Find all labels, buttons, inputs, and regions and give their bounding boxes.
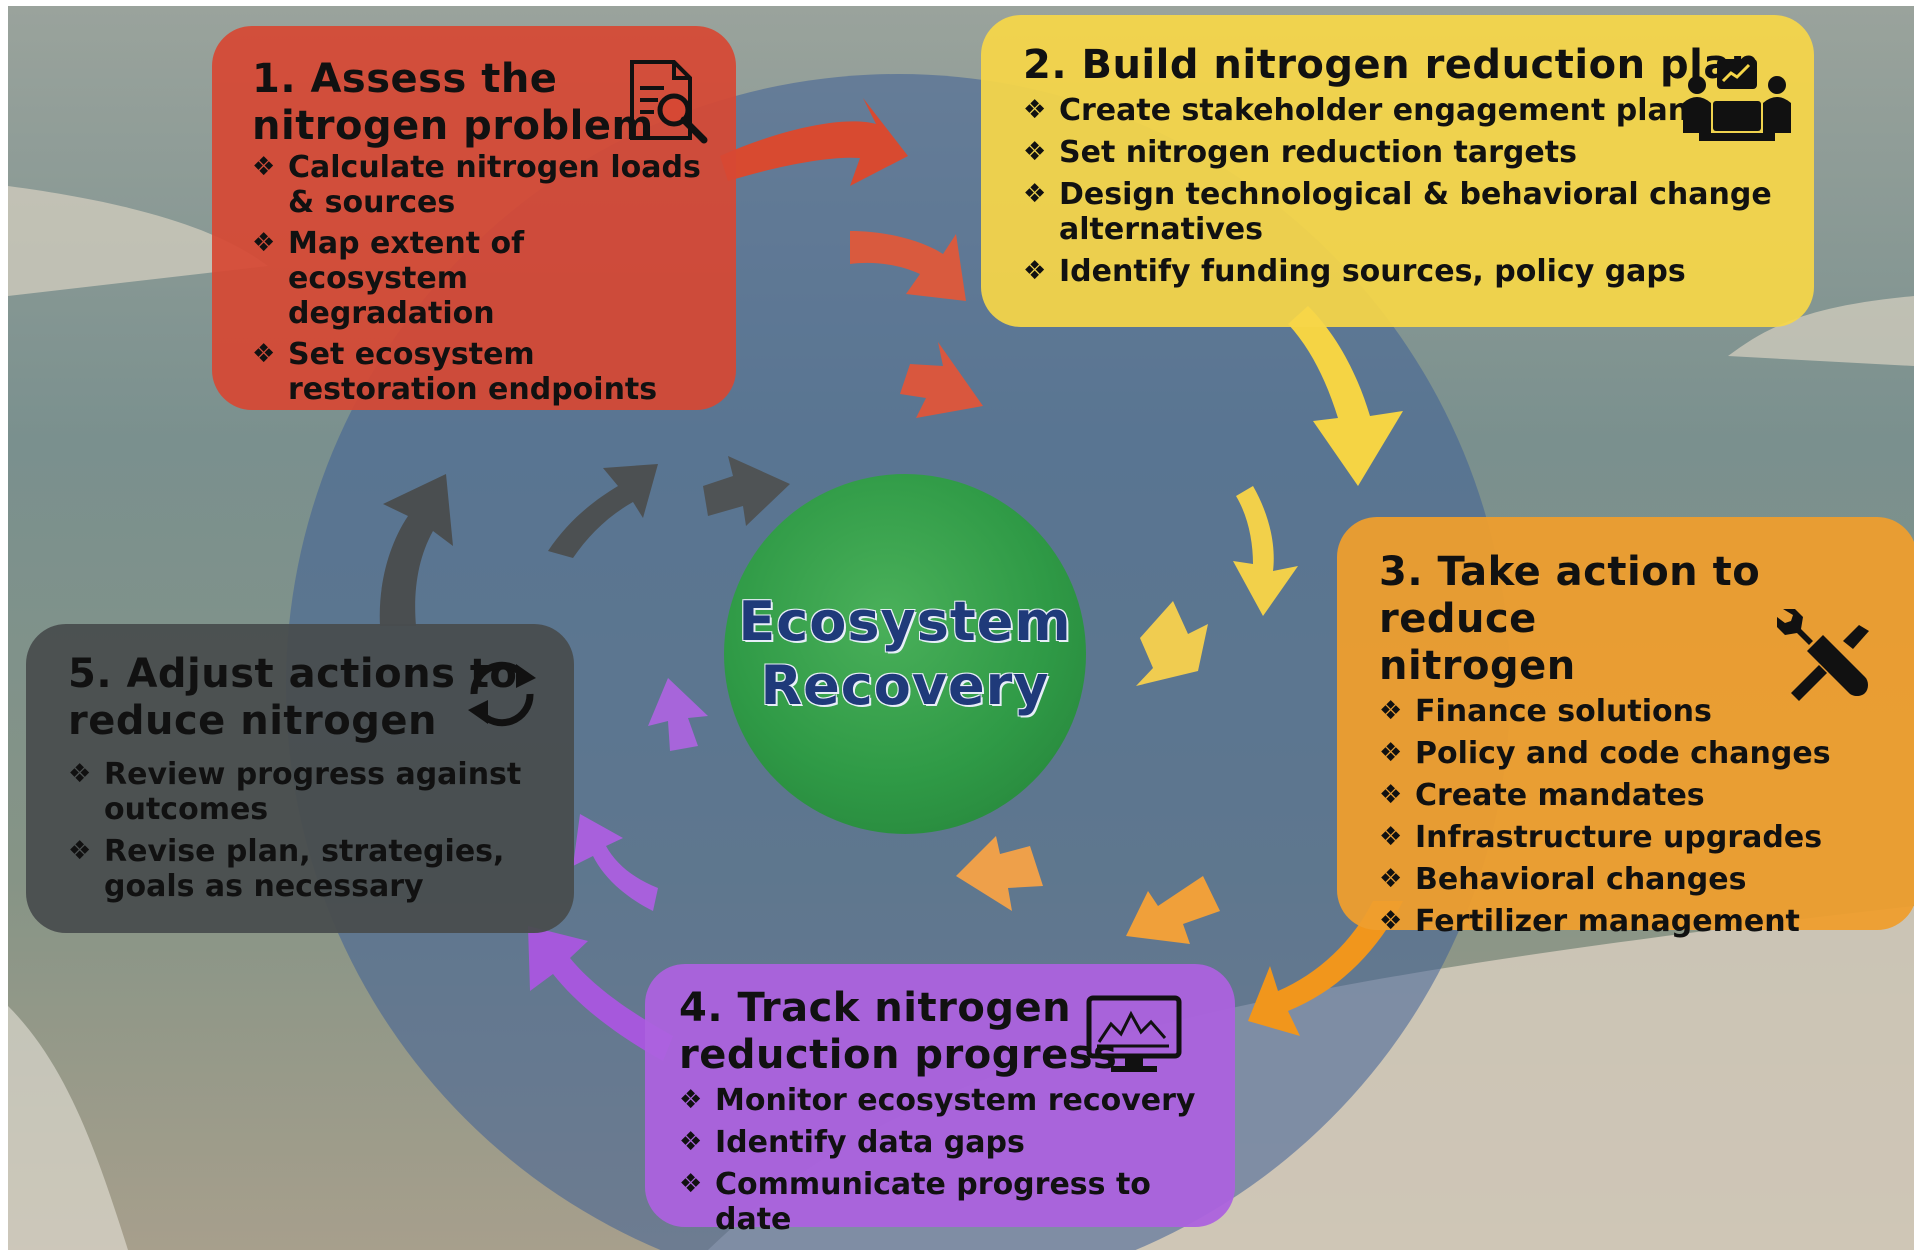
arrow-purple-3 bbox=[648, 678, 708, 751]
monitor-chart-icon bbox=[1086, 995, 1182, 1072]
bullet-line: outcomes bbox=[104, 792, 269, 827]
document-search-icon bbox=[630, 60, 708, 144]
bullet-line: Create mandates bbox=[1415, 778, 1705, 813]
arrow-orange-2 bbox=[1126, 876, 1220, 944]
arrow-red-2 bbox=[850, 231, 966, 301]
bullet-line: Review progress against bbox=[104, 757, 522, 792]
bullet-item: ❖Behavioral changes bbox=[1379, 862, 1893, 897]
bullet-line: Map extent of ecosystem bbox=[288, 226, 525, 296]
bullet-item: ❖Fertilizer management bbox=[1379, 904, 1893, 939]
step-1-bullets: ❖Calculate nitrogen loads& sources ❖Map … bbox=[252, 150, 704, 407]
step-4-title-line2: reduction progress bbox=[679, 1032, 1118, 1078]
center-label-line1: Ecosystem bbox=[738, 590, 1072, 653]
center-label-line2: Recovery bbox=[760, 654, 1050, 717]
step-3-title-line1: 3. Take action to reduce bbox=[1379, 549, 1761, 642]
step-2-bullets: ❖Create stakeholder engagement plan ❖Set… bbox=[1023, 93, 1784, 289]
step-2-title: 2. Build nitrogen reduction plan bbox=[1023, 42, 1784, 89]
refresh-cycle-icon bbox=[468, 661, 536, 727]
sandbar-right bbox=[1728, 296, 1914, 366]
arrow-yellow-3 bbox=[1136, 601, 1208, 686]
step-5-title-line1: 5. Adjust actions to bbox=[68, 651, 518, 697]
step-5-title: 5. Adjust actions to reduce nitrogen bbox=[68, 651, 550, 745]
arrow-yellow-2 bbox=[1233, 486, 1298, 616]
step-3-title: 3. Take action to reduce nitrogen bbox=[1379, 549, 1893, 690]
step-5-title-line2: reduce nitrogen bbox=[68, 698, 437, 744]
bullet-line: Create stakeholder engagement plan bbox=[1059, 93, 1690, 128]
step-2-title-line1: 2. Build nitrogen reduction plan bbox=[1023, 42, 1760, 88]
surf-foam bbox=[8, 1006, 128, 1250]
bullet-line: Fertilizer management bbox=[1415, 904, 1800, 939]
bullet-line: Set ecosystem bbox=[288, 337, 535, 372]
arrow-purple-2 bbox=[573, 814, 658, 911]
step-3-title-line2: nitrogen bbox=[1379, 643, 1576, 689]
bullet-item: ❖Set nitrogen reduction targets bbox=[1023, 135, 1784, 170]
arrow-red-3 bbox=[900, 342, 983, 418]
bullet-item: ❖Design technological & behavioral chang… bbox=[1023, 177, 1784, 247]
step-2-box: 2. Build nitrogen reduction plan ❖Create… bbox=[981, 15, 1814, 327]
bullet-item: ❖Communicate progress to date bbox=[679, 1167, 1211, 1237]
arrow-gray-1 bbox=[379, 474, 453, 626]
step-1-box: 1. Assess the nitrogen problem ❖Calculat… bbox=[212, 26, 736, 410]
bullet-line: goals as necessary bbox=[104, 869, 424, 904]
step-4-title-line1: 4. Track nitrogen bbox=[679, 985, 1072, 1031]
arrow-red-1 bbox=[720, 98, 908, 186]
bullet-item: ❖Finance solutions bbox=[1379, 694, 1893, 729]
bullet-item: ❖Identify data gaps bbox=[679, 1125, 1211, 1160]
arrow-gray-2 bbox=[548, 464, 658, 558]
arrow-orange-1 bbox=[1248, 901, 1403, 1036]
step-3-box: 3. Take action to reduce nitrogen ❖Finan… bbox=[1337, 517, 1914, 939]
bullet-line: Design technological & behavioral change bbox=[1059, 177, 1772, 212]
center-circle: Ecosystem Recovery bbox=[724, 474, 1086, 834]
step-1-title-line2: nitrogen problem bbox=[252, 103, 654, 149]
bullet-line: Set nitrogen reduction targets bbox=[1059, 135, 1577, 170]
step-4-title: 4. Track nitrogen reduction progress bbox=[679, 985, 1211, 1079]
bullet-line: Policy and code changes bbox=[1415, 736, 1831, 771]
bullet-line: Communicate progress to date bbox=[715, 1167, 1151, 1237]
bullet-item: ❖Revise plan, strategies,goals as necess… bbox=[68, 834, 550, 904]
bullet-line: & sources bbox=[288, 185, 456, 220]
step-1-title-line1: 1. Assess the bbox=[252, 56, 558, 102]
diagram-canvas: Ecosystem Recovery 1. Assess the nitroge… bbox=[8, 6, 1914, 1250]
bullet-line: Behavioral changes bbox=[1415, 862, 1747, 897]
arrow-orange-3 bbox=[956, 836, 1043, 911]
bullet-line: Identify data gaps bbox=[715, 1125, 1025, 1160]
bullet-item: ❖Create stakeholder engagement plan bbox=[1023, 93, 1784, 128]
bullet-line: Infrastructure upgrades bbox=[1415, 820, 1823, 855]
bullet-item: ❖Policy and code changes bbox=[1379, 736, 1893, 771]
step-4-bullets: ❖Monitor ecosystem recovery ❖Identify da… bbox=[679, 1083, 1211, 1237]
bullet-item: ❖Calculate nitrogen loads& sources bbox=[252, 150, 704, 220]
wrench-screwdriver-icon bbox=[1777, 609, 1869, 701]
arrow-purple-1 bbox=[528, 926, 673, 1061]
step-5-box: 5. Adjust actions to reduce nitrogen ❖Re… bbox=[26, 624, 574, 933]
bullet-line: Finance solutions bbox=[1415, 694, 1712, 729]
bullet-line: Calculate nitrogen loads bbox=[288, 150, 701, 185]
bullet-item: ❖Create mandates bbox=[1379, 778, 1893, 813]
step-4-box: 4. Track nitrogen reduction progress ❖Mo… bbox=[645, 964, 1235, 1237]
bullet-item: ❖Monitor ecosystem recovery bbox=[679, 1083, 1211, 1118]
bullet-item: ❖Identify funding sources, policy gaps bbox=[1023, 254, 1784, 289]
bullet-line: alternatives bbox=[1059, 212, 1263, 247]
step-1-title: 1. Assess the nitrogen problem bbox=[252, 56, 704, 150]
arrow-yellow-1 bbox=[1288, 306, 1403, 486]
bullet-line: Identify funding sources, policy gaps bbox=[1059, 254, 1686, 289]
bullet-line: restoration endpoints bbox=[288, 372, 658, 407]
meeting-presentation-icon bbox=[1683, 59, 1791, 141]
bullet-line: Revise plan, strategies, bbox=[104, 834, 505, 869]
sandbar-left bbox=[8, 186, 268, 296]
bullet-line: Monitor ecosystem recovery bbox=[715, 1083, 1196, 1118]
bullet-line: degradation bbox=[288, 296, 495, 331]
arrow-gray-3 bbox=[703, 456, 790, 526]
step-3-bullets: ❖Finance solutions ❖Policy and code chan… bbox=[1379, 694, 1893, 939]
bullet-item: ❖Infrastructure upgrades bbox=[1379, 820, 1893, 855]
